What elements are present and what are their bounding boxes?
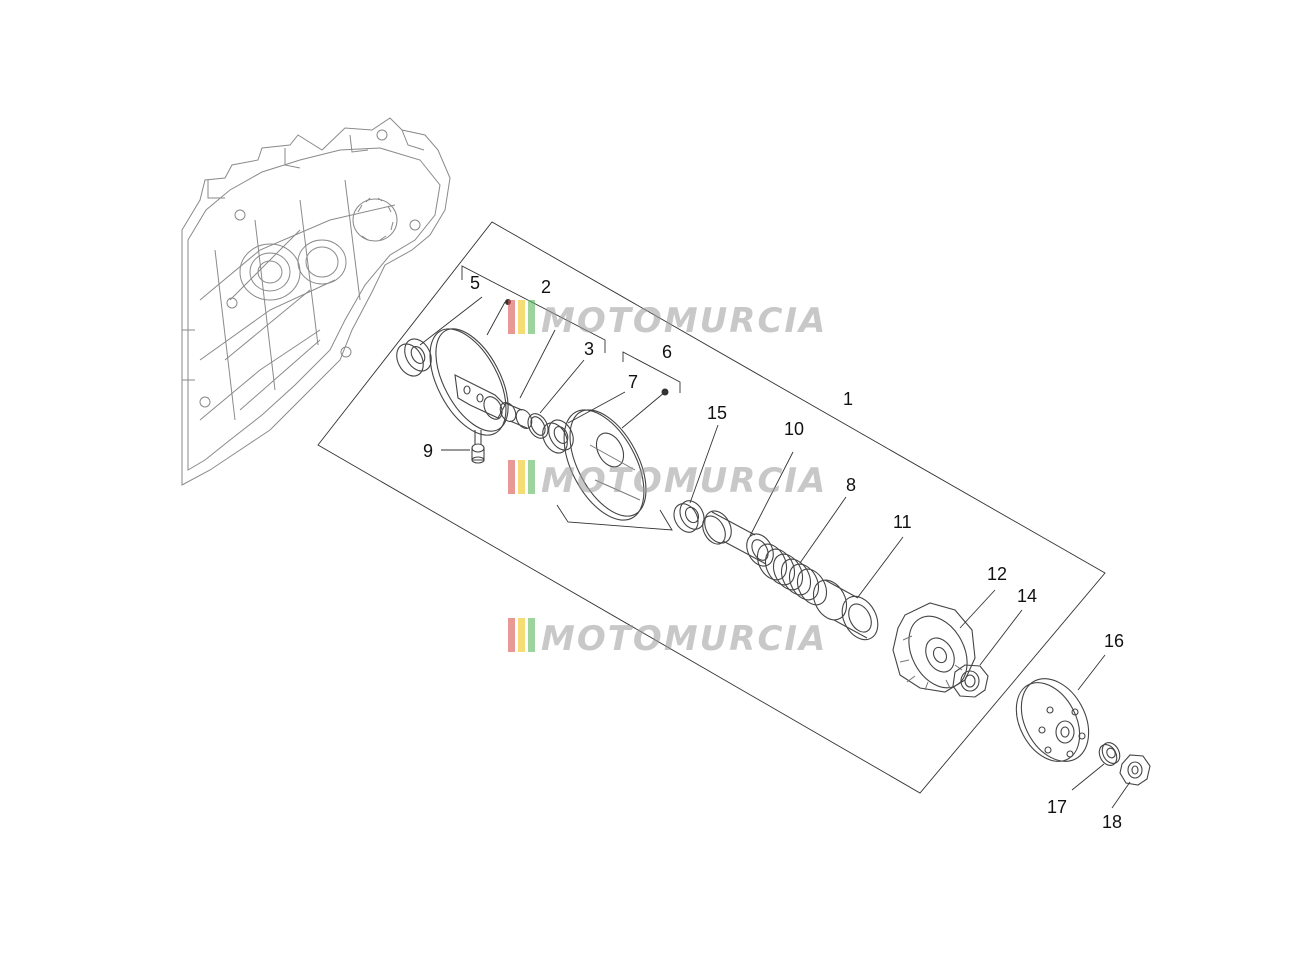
part-label-15: 15 bbox=[707, 403, 727, 423]
watermark-1: MOTOMURCIA bbox=[508, 300, 827, 341]
part-label-5: 5 bbox=[470, 273, 480, 293]
watermark-text: MOTOMURCIA bbox=[541, 461, 827, 501]
part-label-12: 12 bbox=[987, 564, 1007, 584]
watermark-3: MOTOMURCIA bbox=[508, 618, 827, 659]
part-label-10: 10 bbox=[784, 419, 804, 439]
part-15-seal bbox=[673, 500, 705, 533]
part-16-clutch-bell bbox=[1015, 678, 1090, 762]
part-14-nut bbox=[952, 664, 989, 698]
part-5-seal bbox=[396, 338, 432, 377]
part-label-7: 7 bbox=[628, 372, 638, 392]
watermark-text: MOTOMURCIA bbox=[541, 301, 827, 341]
part-label-11: 11 bbox=[893, 512, 912, 532]
part-label-16: 16 bbox=[1104, 631, 1124, 651]
part-2-fixed-half bbox=[429, 328, 509, 436]
part-10-sleeve bbox=[702, 510, 774, 567]
part-label-17: 17 bbox=[1047, 797, 1067, 817]
part-8-spring bbox=[756, 543, 828, 606]
part-label-8: 8 bbox=[846, 475, 856, 495]
part-label-2: 2 bbox=[541, 277, 551, 297]
part-9-screw bbox=[471, 430, 485, 464]
part-label-18: 18 bbox=[1102, 812, 1122, 832]
leader-lines bbox=[419, 296, 1131, 809]
crankcase-housing bbox=[181, 117, 451, 486]
part-labels: 1 2 3 5 6 7 8 9 10 11 12 14 15 16 17 18 bbox=[423, 273, 1124, 832]
part-label-1: 1 bbox=[843, 389, 853, 409]
part-label-3: 3 bbox=[584, 339, 594, 359]
watermark-text: MOTOMURCIA bbox=[541, 619, 827, 659]
part-label-6: 6 bbox=[662, 342, 672, 362]
part-17-washer bbox=[1098, 742, 1121, 766]
part-11-spacer bbox=[812, 579, 879, 641]
part-label-9: 9 bbox=[423, 441, 433, 461]
part-6-movable-half bbox=[556, 409, 673, 531]
part-12-clutch bbox=[892, 602, 976, 693]
watermark-2: MOTOMURCIA bbox=[508, 460, 827, 501]
assembly-frame bbox=[317, 221, 1106, 794]
part-label-14: 14 bbox=[1017, 586, 1037, 606]
part-18-nut bbox=[1119, 754, 1151, 786]
